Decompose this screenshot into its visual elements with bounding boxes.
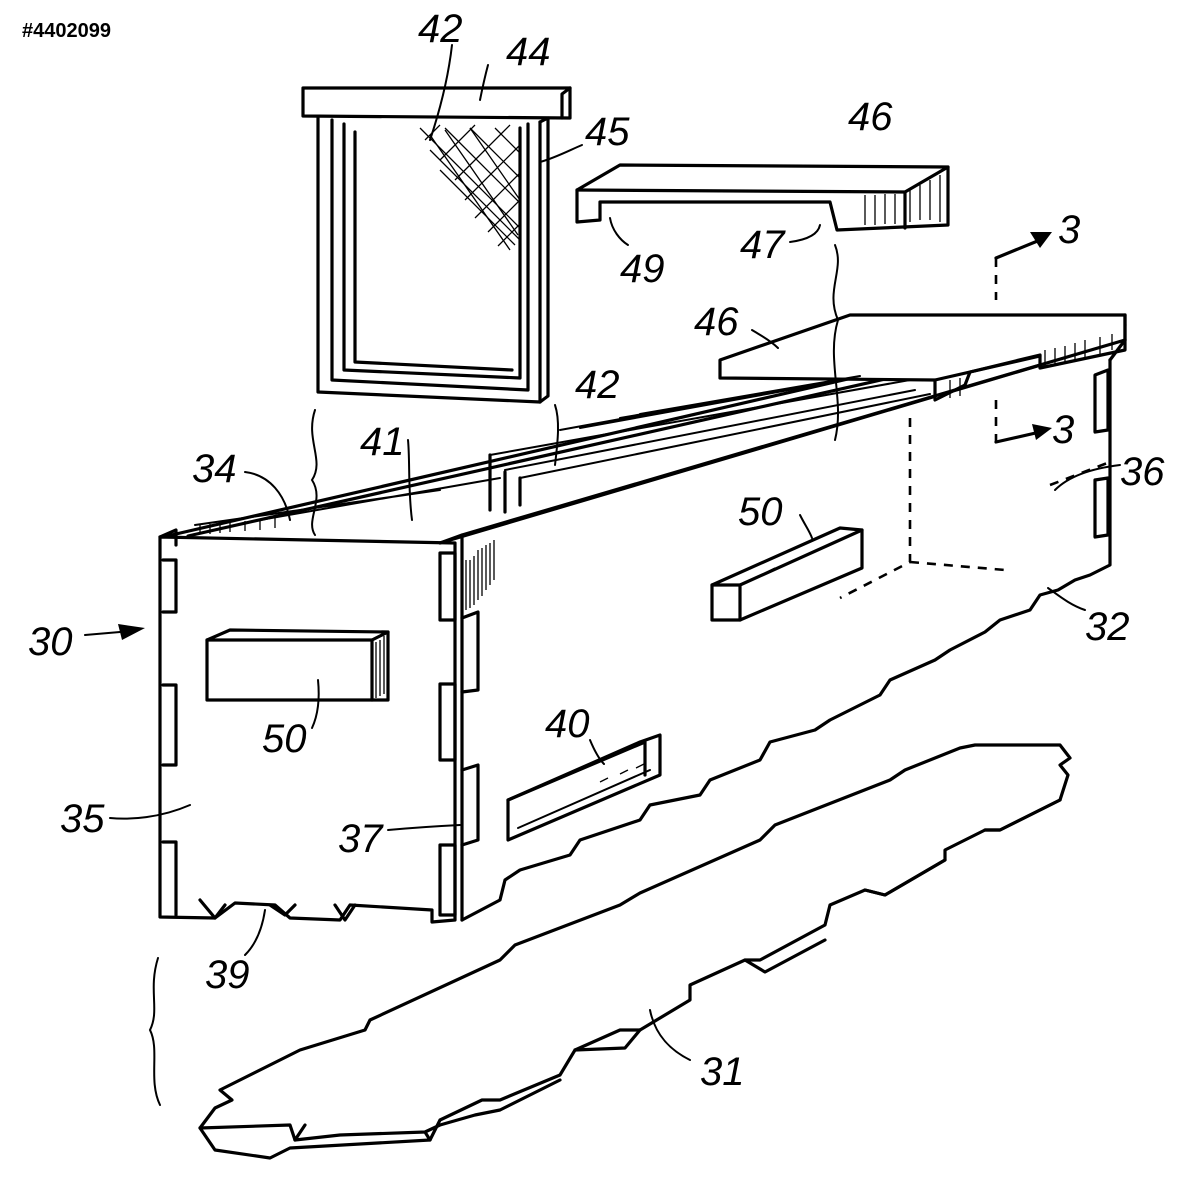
label-39: 39: [205, 953, 250, 997]
label-35: 35: [60, 797, 105, 841]
label-36: 36: [1120, 450, 1165, 494]
label-31: 31: [700, 1050, 745, 1094]
label-32: 32: [1085, 605, 1130, 649]
hive-frame: [301, 86, 572, 404]
label-3-lower: 3: [1052, 408, 1074, 452]
label-44: 44: [506, 30, 551, 74]
label-41: 41: [360, 420, 405, 464]
label-50-side: 50: [738, 490, 783, 534]
label-49: 49: [620, 247, 665, 291]
bottom-board: [148, 743, 1072, 1160]
label-40: 40: [545, 702, 590, 746]
leader-lines: [84, 44, 1121, 1061]
label-50-end: 50: [262, 717, 307, 761]
label-46-box: 46: [694, 300, 739, 344]
label-42-screen: 42: [418, 7, 463, 51]
label-42-frames: 42: [575, 363, 620, 407]
label-37: 37: [338, 817, 384, 861]
reference-labels: 42 44 45 46 47 49 3 3 46 42 41 34 36 50 …: [28, 7, 1165, 1094]
cover-piece: [575, 163, 950, 232]
label-30: 30: [28, 620, 73, 664]
section-line: [994, 232, 1052, 445]
label-34: 34: [192, 447, 237, 491]
screen-mesh: [419, 124, 521, 251]
label-46-cover: 46: [848, 95, 893, 139]
label-3-upper: 3: [1058, 208, 1080, 252]
label-47: 47: [740, 223, 786, 267]
label-45: 45: [585, 110, 630, 154]
hive-box: [158, 244, 1127, 924]
patent-number: #4402099: [22, 20, 111, 42]
